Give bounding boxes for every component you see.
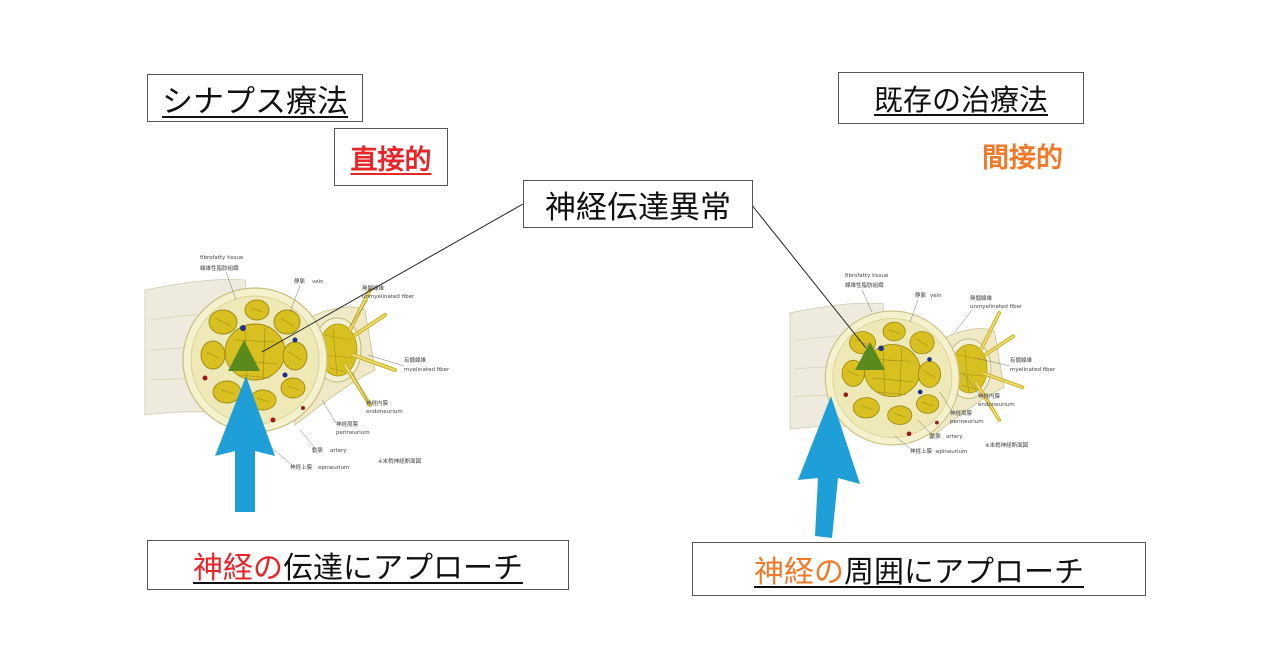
- label-vein-en: vein: [312, 279, 324, 285]
- right-approach-rest: 周囲にアプローチ: [844, 555, 1084, 590]
- left-approach-highlight: 神経の: [193, 551, 283, 586]
- indirect-qualifier: 間接的: [982, 136, 1063, 175]
- label-vein-jp: 静脈: [294, 277, 306, 285]
- left-approach-box: 神経の伝達にアプローチ: [147, 540, 569, 590]
- label-myelinated-en-r: myelinated fiber: [1010, 367, 1056, 373]
- label-unmyelinated-en-r: unmyelinated fiber: [970, 304, 1023, 310]
- label-artery-jp-r: 動脈: [930, 432, 942, 440]
- connector-line-right: [750, 203, 867, 349]
- left-nerve-illustration: [143, 277, 397, 434]
- label-myelinated-jp: 有髄線維: [404, 356, 427, 364]
- right-approach-text: 神経の周囲にアプローチ: [754, 547, 1084, 591]
- label-epineurium-en: epineurium: [318, 465, 349, 471]
- indirect-qualifier-text: 間接的: [982, 143, 1063, 174]
- right-title-box: 既存の治療法: [838, 72, 1084, 124]
- right-approach-box: 神経の周囲にアプローチ: [692, 542, 1146, 596]
- label-perineurium-jp-r: 神経周膜: [950, 409, 973, 417]
- label-vein-en-r: vein: [930, 293, 942, 299]
- label-endoneurium-en: endoneurium: [366, 409, 403, 415]
- right-title: 既存の治療法: [873, 83, 1048, 117]
- label-artery-en: artery: [330, 448, 347, 454]
- label-epineurium-jp-r: 神経上膜: [910, 447, 933, 455]
- label-epineurium-jp: 神経上膜: [290, 463, 313, 471]
- left-approach-text: 神経の伝達にアプローチ: [193, 543, 523, 587]
- label-artery-en-r: artery: [946, 434, 963, 440]
- left-title-box: シナプス療法: [147, 74, 363, 122]
- label-unmyelinated-en: unmyelinated fiber: [362, 294, 415, 300]
- label-caption: ※末梢神経断面図: [378, 457, 422, 465]
- label-artery-jp: 動脈: [312, 446, 324, 454]
- label-fibrofatty-jp: 線維性脂肪組織: [200, 264, 239, 272]
- label-myelinated-jp-r: 有髄線維: [1010, 356, 1033, 364]
- label-perineurium-jp: 神経周膜: [336, 420, 359, 428]
- label-unmyelinated-jp: 無髄線維: [362, 284, 385, 292]
- right-nerve-labels: fibrofatty tissue 線維性脂肪組織 静脈 vein 無髄線維 u…: [845, 273, 1056, 455]
- label-perineurium-en-r: perineurium: [950, 419, 984, 425]
- left-arrow: [215, 376, 275, 512]
- left-target-triangle: [228, 340, 260, 371]
- center-label: 神経伝達異常: [545, 189, 731, 226]
- direct-qualifier-box: 直接的: [334, 128, 448, 186]
- right-approach-highlight: 神経の: [754, 555, 844, 590]
- direct-qualifier: 直接的: [350, 144, 432, 176]
- label-endoneurium-jp-r: 神経内膜: [978, 392, 1001, 400]
- label-fibrofatty-en-r: fibrofatty tissue: [845, 273, 889, 279]
- label-caption-r: ※末梢神経断面図: [985, 441, 1029, 449]
- center-label-box: 神経伝達異常: [523, 180, 753, 228]
- label-endoneurium-en-r: endoneurium: [978, 402, 1015, 408]
- label-fibrofatty-jp-r: 線維性脂肪組織: [845, 281, 884, 289]
- label-myelinated-en: myelinated fiber: [404, 367, 450, 373]
- label-epineurium-en-r: epineurium: [936, 449, 967, 455]
- left-nerve-labels: fibrofatty tissue 線維性脂肪組織 静脈 vein 無髄線維 u…: [200, 255, 450, 471]
- connector-line-left: [261, 203, 524, 353]
- left-approach-rest: 伝達にアプローチ: [283, 551, 523, 586]
- left-title: シナプス療法: [162, 83, 348, 120]
- label-fibrofatty-en: fibrofatty tissue: [200, 255, 244, 261]
- label-vein-jp-r: 静脈: [915, 291, 927, 299]
- label-endoneurium-jp: 神経内膜: [366, 399, 389, 407]
- label-unmyelinated-jp-r: 無髄線維: [970, 294, 993, 302]
- right-arrow: [798, 396, 860, 538]
- right-target-triangle: [855, 342, 885, 370]
- label-perineurium-en: perineurium: [336, 430, 370, 436]
